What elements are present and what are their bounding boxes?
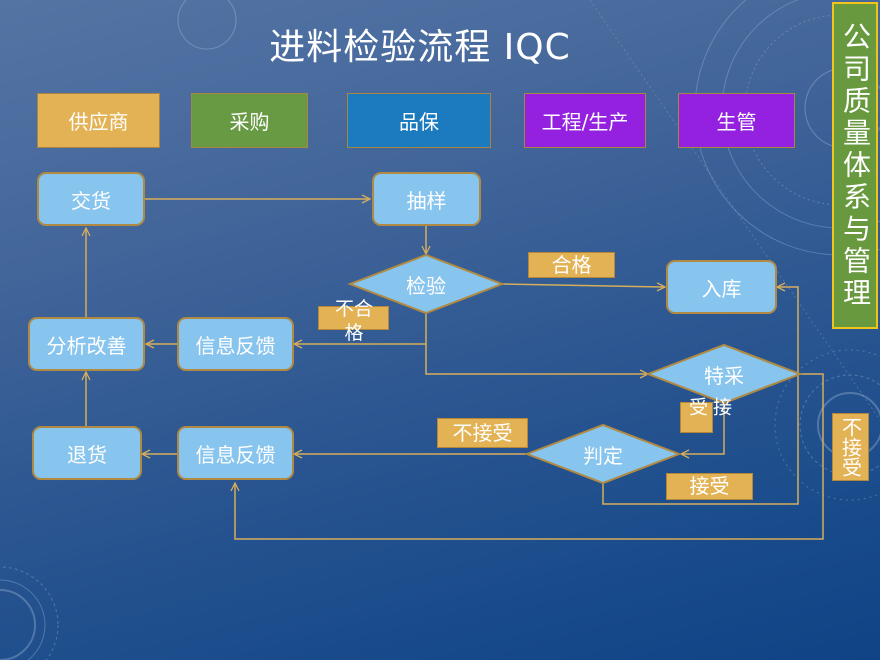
deco-ring-right-3: [774, 349, 880, 501]
page-title: 进料检验流程 IQC: [269, 27, 571, 68]
tag-reject-special-text: 不接受: [838, 417, 863, 477]
legend-production-control: 生管: [678, 93, 795, 148]
diamond-judgment[interactable]: [524, 423, 682, 485]
edge-inspection-to-warehousing: [501, 284, 665, 287]
tag-reject-judgment: 不接受: [437, 418, 528, 448]
legend-purchasing: 采购: [191, 93, 308, 148]
legend-engineering: 工程/生产: [524, 93, 646, 148]
node-delivery[interactable]: 交货: [37, 172, 145, 226]
diamond-inspection[interactable]: [347, 253, 505, 315]
deco-ring-left-3: [0, 566, 59, 660]
deco-ring-left-1: [0, 589, 36, 660]
legend-quality: 品保: [347, 93, 491, 148]
edge-special-reject-to-feedback: [235, 373, 824, 540]
edge-special-to-judgment: [681, 402, 725, 454]
tag-accept-special: 接受: [680, 397, 732, 433]
node-return-goods[interactable]: 退货: [32, 426, 142, 480]
node-feedback-lower[interactable]: 信息反馈: [177, 426, 294, 480]
deco-diagonal: [589, 0, 880, 421]
tag-fail: 不合格: [318, 298, 389, 344]
legend-supplier: 供应商: [37, 93, 160, 148]
edge-judgment-accept-to-warehousing: [602, 287, 799, 505]
node-analysis-improvement[interactable]: 分析改善: [28, 317, 145, 371]
node-warehousing[interactable]: 入库: [666, 260, 777, 314]
deco-circle-top: [177, 0, 237, 50]
tag-fail-text: 不合格: [334, 298, 373, 344]
side-banner: 公司质量体系与管理: [832, 2, 878, 329]
tag-reject-special: 不接受: [832, 413, 869, 481]
deco-ring-left-2: [0, 579, 46, 660]
side-banner-text: 公司质量体系与管理: [839, 21, 872, 310]
node-feedback-upper[interactable]: 信息反馈: [177, 317, 294, 371]
tag-pass: 合格: [528, 252, 615, 278]
tag-accept-judgment: 接受: [666, 473, 753, 500]
edge-inspection-to-special: [425, 344, 648, 374]
tag-accept-special-text: 接受: [686, 397, 732, 416]
diamond-special-acceptance[interactable]: [645, 343, 803, 405]
node-sampling[interactable]: 抽样: [372, 172, 481, 226]
